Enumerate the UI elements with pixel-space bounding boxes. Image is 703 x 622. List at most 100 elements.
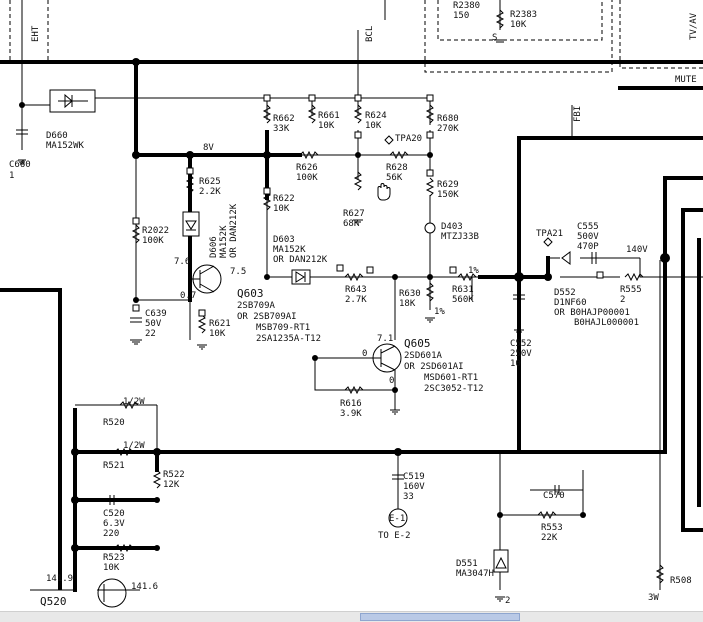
ground-symbols bbox=[18, 39, 524, 602]
capacitor-c552 bbox=[513, 294, 525, 300]
e1-label: E-1 bbox=[389, 514, 405, 524]
c555-label: C555 bbox=[577, 222, 599, 232]
r627-label: R627 bbox=[343, 209, 365, 219]
voltage-0-7: 0.7 bbox=[180, 291, 196, 301]
r2380-label: R2380 bbox=[453, 1, 480, 11]
resistor-r521 bbox=[114, 447, 134, 457]
d603-or: OR DAN212K bbox=[273, 255, 328, 265]
r555-label: R555 bbox=[620, 285, 642, 295]
r661-value: 10K bbox=[318, 121, 335, 131]
c552-value2: 10 bbox=[510, 359, 521, 369]
q603-part1: 2SB709A bbox=[237, 301, 276, 311]
d552-or: OR B0HAJP00001 bbox=[554, 308, 630, 318]
r680-label: R680 bbox=[437, 114, 459, 124]
c519-value: 160V bbox=[403, 482, 425, 492]
resistor-r680 bbox=[425, 104, 435, 124]
diode-d603 bbox=[291, 269, 311, 285]
resistor-r627 bbox=[353, 171, 363, 191]
d660-label: D660 bbox=[46, 131, 68, 141]
diode-d551 bbox=[493, 549, 509, 573]
r521-power: 1/2W bbox=[123, 441, 145, 451]
resistor-r2022 bbox=[131, 224, 141, 244]
c639-value2: 22 bbox=[145, 329, 156, 339]
capacitor-c519 bbox=[392, 474, 404, 480]
r553-value: 22K bbox=[541, 533, 558, 543]
d552-part: D1NF60 bbox=[554, 298, 587, 308]
r521-label: R521 bbox=[103, 461, 125, 471]
voltage-141-9: 141.9 bbox=[46, 574, 73, 584]
pin-2-label: 2 bbox=[505, 596, 510, 606]
diode-d606 bbox=[182, 211, 200, 237]
r662-label: R662 bbox=[273, 114, 295, 124]
c660-value: 1 bbox=[9, 171, 14, 181]
d606-part: MA152K bbox=[219, 225, 229, 258]
resistor-r523 bbox=[114, 543, 134, 553]
d551-part: MA3047H bbox=[456, 569, 494, 579]
r622-label: R622 bbox=[273, 194, 295, 204]
resistor-r629 bbox=[425, 177, 435, 197]
r661-label: R661 bbox=[318, 111, 340, 121]
r625-label: R625 bbox=[199, 177, 221, 187]
c519-label: C519 bbox=[403, 472, 425, 482]
q603-label: Q603 bbox=[237, 287, 264, 300]
r621-label: R621 bbox=[209, 319, 231, 329]
r630-label: R630 bbox=[399, 289, 421, 299]
c570-label: C570 bbox=[543, 491, 565, 501]
resistor-r622 bbox=[262, 191, 272, 211]
c639-label: C639 bbox=[145, 309, 167, 319]
r508-power: 3W bbox=[648, 593, 659, 603]
capacitor-c520 bbox=[109, 495, 115, 505]
r626-value: 100K bbox=[296, 173, 318, 183]
scrollbar-thumb[interactable] bbox=[360, 613, 520, 621]
c552-value: 250V bbox=[510, 349, 532, 359]
r2383-value: 10K bbox=[510, 20, 527, 30]
voltage-0-a: 0 bbox=[362, 349, 367, 359]
r555-value: 2 bbox=[620, 295, 625, 305]
r520-power: 1/2W bbox=[123, 397, 145, 407]
r520-label: R520 bbox=[103, 418, 125, 428]
c555-value2: 470P bbox=[577, 242, 599, 252]
voltage-7-5: 7.5 bbox=[230, 267, 246, 277]
r630-value: 18K bbox=[399, 299, 416, 309]
r622-value: 10K bbox=[273, 204, 290, 214]
r2022-value: 100K bbox=[142, 236, 164, 246]
capacitor-c570 bbox=[554, 485, 560, 495]
r643-label: R643 bbox=[345, 285, 367, 295]
q603-part3: MSB709-RT1 bbox=[256, 323, 310, 333]
d552-label: D552 bbox=[554, 288, 576, 298]
resistor-r630 bbox=[425, 282, 435, 302]
r553-label: R553 bbox=[541, 523, 563, 533]
resistor-r631 bbox=[457, 272, 477, 282]
q520-label: Q520 bbox=[40, 595, 67, 608]
voltage-141-6: 141.6 bbox=[131, 582, 158, 592]
dashed-tvav-box bbox=[619, 0, 703, 69]
q605-label: Q605 bbox=[404, 337, 431, 350]
resistor-r2383 bbox=[495, 9, 505, 29]
q603-part2: OR 2SB709AI bbox=[237, 312, 297, 322]
c520-label: C520 bbox=[103, 509, 125, 519]
d603-label: D603 bbox=[273, 235, 295, 245]
r508-label: R508 bbox=[670, 576, 692, 586]
resistor-r624 bbox=[353, 104, 363, 124]
tpa20-label: TPA20 bbox=[395, 134, 422, 144]
label-140v: 140V bbox=[626, 245, 648, 255]
horizontal-scrollbar[interactable] bbox=[0, 611, 703, 622]
tpa21-label: TPA21 bbox=[536, 229, 563, 239]
q605-part1: 2SD601A bbox=[404, 351, 443, 361]
d403-label: D403 bbox=[441, 222, 463, 232]
resistor-r555 bbox=[624, 272, 644, 282]
resistor-r520 bbox=[119, 400, 139, 410]
resistor-r621 bbox=[197, 314, 207, 334]
junction-dots bbox=[19, 58, 670, 552]
capacitor-c660 bbox=[16, 129, 28, 135]
label-mute: MUTE bbox=[675, 75, 697, 85]
resistor-r661 bbox=[307, 104, 317, 124]
r629-label: R629 bbox=[437, 180, 459, 190]
d552-or2: B0HAJL000001 bbox=[574, 318, 639, 328]
voltage-7-1: 7.1 bbox=[377, 334, 393, 344]
dashed-block-top-right bbox=[424, 0, 613, 73]
c520-value: 6.3V bbox=[103, 519, 125, 529]
q605-part4: 2SC3052-T12 bbox=[424, 384, 484, 394]
d551-label: D551 bbox=[456, 559, 478, 569]
c639-value: 50V bbox=[145, 319, 162, 329]
